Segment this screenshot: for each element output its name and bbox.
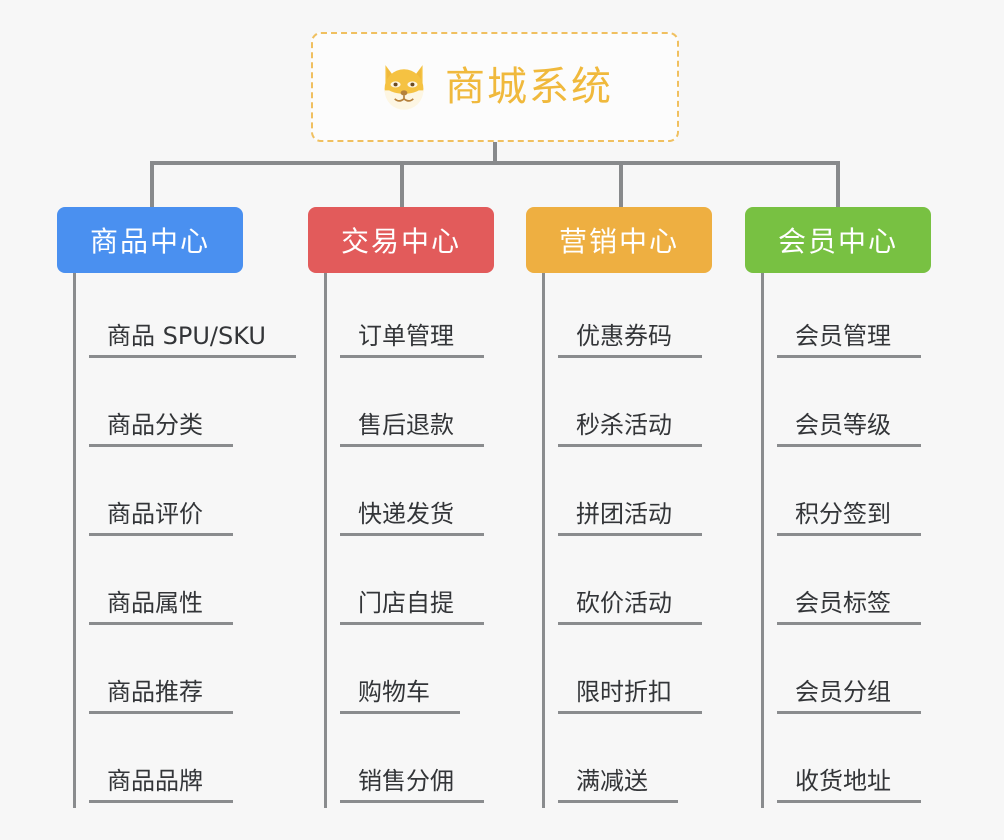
connector-drop-3 bbox=[619, 161, 623, 209]
leaf-label: 商品属性 bbox=[89, 589, 233, 625]
branch-header-label: 商品中心 bbox=[89, 225, 210, 258]
leaf-item[interactable]: 砍价活动 bbox=[542, 540, 702, 629]
root-title: 商城系统 bbox=[445, 64, 613, 110]
leaf-item[interactable]: 积分签到 bbox=[761, 451, 921, 540]
branch-column-product: 商品中心 商品 SPU/SKU 商品分类 商品评价 商品属性 商品推荐 商品品牌 bbox=[57, 207, 296, 808]
leaf-list-trade: 订单管理 售后退款 快递发货 门店自提 购物车 销售分佣 bbox=[324, 273, 484, 808]
branch-column-trade: 交易中心 订单管理 售后退款 快递发货 门店自提 购物车 销售分佣 bbox=[308, 207, 494, 808]
branch-column-marketing: 营销中心 优惠券码 秒杀活动 拼团活动 砍价活动 限时折扣 满减送 bbox=[526, 207, 712, 808]
dog-face-icon bbox=[384, 65, 424, 110]
leaf-label: 会员管理 bbox=[777, 322, 921, 358]
branch-header-product[interactable]: 商品中心 bbox=[57, 207, 243, 273]
leaf-list-marketing: 优惠券码 秒杀活动 拼团活动 砍价活动 限时折扣 满减送 bbox=[542, 273, 702, 808]
branch-header-trade[interactable]: 交易中心 bbox=[308, 207, 494, 273]
leaf-label: 商品 SPU/SKU bbox=[89, 322, 296, 358]
leaf-spine bbox=[73, 273, 76, 808]
leaf-item[interactable]: 商品推荐 bbox=[73, 629, 296, 718]
leaf-label: 会员等级 bbox=[777, 411, 921, 447]
leaf-label: 会员标签 bbox=[777, 589, 921, 625]
leaf-item[interactable]: 商品分类 bbox=[73, 362, 296, 451]
leaf-list-product: 商品 SPU/SKU 商品分类 商品评价 商品属性 商品推荐 商品品牌 bbox=[73, 273, 296, 808]
leaf-label: 订单管理 bbox=[340, 322, 484, 358]
leaf-item[interactable]: 会员分组 bbox=[761, 629, 921, 718]
leaf-label: 优惠券码 bbox=[558, 322, 702, 358]
branch-header-label: 交易中心 bbox=[340, 225, 461, 258]
leaf-list-member: 会员管理 会员等级 积分签到 会员标签 会员分组 收货地址 bbox=[761, 273, 921, 808]
leaf-item[interactable]: 收货地址 bbox=[761, 718, 921, 807]
branch-header-label: 会员中心 bbox=[777, 225, 898, 258]
connector-root-stem bbox=[493, 142, 497, 163]
leaf-label: 商品分类 bbox=[89, 411, 233, 447]
leaf-item[interactable]: 门店自提 bbox=[324, 540, 484, 629]
leaf-item[interactable]: 限时折扣 bbox=[542, 629, 702, 718]
leaf-label: 售后退款 bbox=[340, 411, 484, 447]
connector-drop-2 bbox=[400, 161, 404, 209]
leaf-item[interactable]: 快递发货 bbox=[324, 451, 484, 540]
leaf-item[interactable]: 商品 SPU/SKU bbox=[73, 273, 296, 362]
connector-drop-1 bbox=[150, 161, 154, 209]
leaf-item[interactable]: 销售分佣 bbox=[324, 718, 484, 807]
leaf-item[interactable]: 优惠券码 bbox=[542, 273, 702, 362]
root-node[interactable]: 商城系统 bbox=[311, 32, 679, 142]
leaf-label: 满减送 bbox=[558, 767, 678, 803]
leaf-label: 门店自提 bbox=[340, 589, 484, 625]
leaf-item[interactable]: 满减送 bbox=[542, 718, 702, 807]
leaf-label: 秒杀活动 bbox=[558, 411, 702, 447]
leaf-label: 砍价活动 bbox=[558, 589, 702, 625]
connector-horizontal-bus bbox=[150, 161, 840, 165]
leaf-item[interactable]: 售后退款 bbox=[324, 362, 484, 451]
leaf-label: 积分签到 bbox=[777, 500, 921, 536]
leaf-item[interactable]: 订单管理 bbox=[324, 273, 484, 362]
leaf-label: 会员分组 bbox=[777, 678, 921, 714]
branch-column-member: 会员中心 会员管理 会员等级 积分签到 会员标签 会员分组 收货地址 bbox=[745, 207, 931, 808]
leaf-item[interactable]: 商品评价 bbox=[73, 451, 296, 540]
leaf-label: 商品推荐 bbox=[89, 678, 233, 714]
leaf-label: 销售分佣 bbox=[340, 767, 484, 803]
leaf-label: 拼团活动 bbox=[558, 500, 702, 536]
leaf-label: 快递发货 bbox=[340, 500, 484, 536]
branch-header-member[interactable]: 会员中心 bbox=[745, 207, 931, 273]
branch-header-marketing[interactable]: 营销中心 bbox=[526, 207, 712, 273]
leaf-item[interactable]: 会员标签 bbox=[761, 540, 921, 629]
connector-drop-4 bbox=[836, 161, 840, 209]
branch-header-label: 营销中心 bbox=[558, 225, 679, 258]
leaf-label: 收货地址 bbox=[777, 767, 921, 803]
leaf-spine bbox=[761, 273, 764, 808]
leaf-item[interactable]: 购物车 bbox=[324, 629, 484, 718]
leaf-item[interactable]: 会员等级 bbox=[761, 362, 921, 451]
leaf-item[interactable]: 拼团活动 bbox=[542, 451, 702, 540]
leaf-label: 购物车 bbox=[340, 678, 460, 714]
leaf-item[interactable]: 会员管理 bbox=[761, 273, 921, 362]
leaf-item[interactable]: 秒杀活动 bbox=[542, 362, 702, 451]
leaf-spine bbox=[324, 273, 327, 808]
leaf-label: 商品品牌 bbox=[89, 767, 233, 803]
leaf-label: 限时折扣 bbox=[558, 678, 702, 714]
leaf-item[interactable]: 商品属性 bbox=[73, 540, 296, 629]
leaf-item[interactable]: 商品品牌 bbox=[73, 718, 296, 807]
leaf-spine bbox=[542, 273, 545, 808]
leaf-label: 商品评价 bbox=[89, 500, 233, 536]
